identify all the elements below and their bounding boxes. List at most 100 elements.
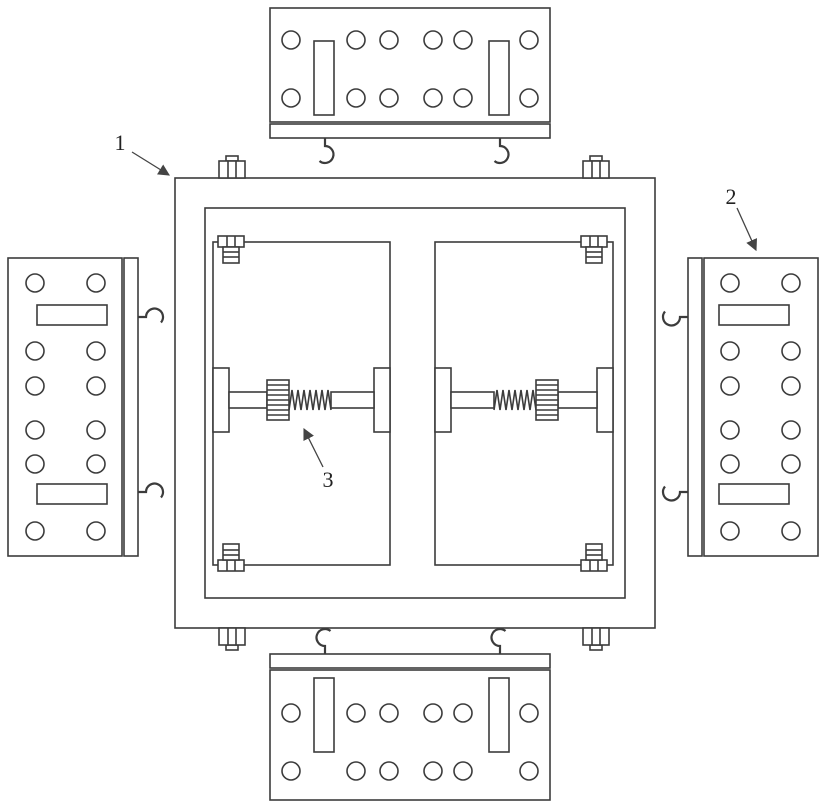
hanger-hook [661, 485, 690, 502]
bolt-hole [86, 273, 106, 293]
adjuster-nut [266, 379, 290, 421]
bolt-hole [379, 30, 399, 50]
edge-bolt [582, 155, 610, 179]
mounting-bar [269, 123, 551, 139]
bolt-hole [781, 521, 801, 541]
bolt-hole [86, 420, 106, 440]
bolt-hole [86, 341, 106, 361]
leader-line [736, 207, 757, 252]
bolt-hole [25, 273, 45, 293]
bolt-hole [423, 761, 443, 781]
bolt-hole [346, 88, 366, 108]
bracket [434, 367, 452, 433]
edge-bolt [218, 627, 246, 651]
slot [313, 677, 335, 753]
bolt-hole [25, 420, 45, 440]
bolt-hole [519, 30, 539, 50]
right-turnbuckle [434, 367, 614, 433]
bolt-hole [281, 30, 301, 50]
slot [718, 304, 790, 326]
bracket [596, 367, 614, 433]
bolt-hole [781, 420, 801, 440]
slot [36, 304, 108, 326]
hanger-hook [318, 136, 335, 165]
callout-3: 3 [303, 427, 334, 492]
bolt-hole [423, 30, 443, 50]
mounting-bar [687, 257, 703, 557]
bolt-hole [720, 420, 740, 440]
rod [330, 391, 375, 409]
bolt-hole [453, 703, 473, 723]
part-label-1: 1 [115, 130, 126, 155]
bolt-hole [519, 761, 539, 781]
top-flange-plate [269, 7, 551, 165]
hanger-hook [661, 310, 690, 327]
rod [228, 391, 268, 409]
bolt-hole [379, 88, 399, 108]
hanger-hook [315, 627, 332, 656]
left-turnbuckle [212, 367, 391, 433]
hanger-hook [136, 482, 165, 499]
slot [488, 40, 510, 116]
bracket [373, 367, 391, 433]
bolt-hole [720, 376, 740, 396]
bracket [212, 367, 230, 433]
plate-body [703, 257, 819, 557]
bolt-hole [781, 273, 801, 293]
hanger-hook [493, 136, 510, 165]
bolt-hole [25, 521, 45, 541]
slot [718, 483, 790, 505]
bolt-hole [720, 454, 740, 474]
bolt-hole [781, 454, 801, 474]
part-label-2: 2 [726, 184, 737, 209]
bolt-hole [720, 273, 740, 293]
callout-1: 1 [115, 130, 170, 176]
rod [450, 391, 495, 409]
bolt-hole [423, 703, 443, 723]
bolt-hole [720, 521, 740, 541]
bolt-hole [453, 88, 473, 108]
bolt-hole [86, 521, 106, 541]
bolt-hole [423, 88, 443, 108]
bolt-hole [519, 703, 539, 723]
rod [557, 391, 598, 409]
mounting-bar [123, 257, 139, 557]
part-label-3: 3 [323, 467, 334, 492]
bolt-hole [453, 30, 473, 50]
bolt-hole [453, 761, 473, 781]
mounting-bar [269, 653, 551, 669]
edge-bolt [582, 627, 610, 651]
bolt-hole [519, 88, 539, 108]
slot [36, 483, 108, 505]
bolt-hole [25, 376, 45, 396]
callout-2: 2 [726, 184, 757, 252]
bolt-hole [781, 376, 801, 396]
bolt-hole [346, 761, 366, 781]
bolt-hole [379, 761, 399, 781]
slot [488, 677, 510, 753]
adjuster-nut [535, 379, 559, 421]
bolt-hole [281, 761, 301, 781]
bolt-hole [346, 703, 366, 723]
hanger-hook [136, 307, 165, 324]
bolt-hole [781, 341, 801, 361]
bolt-hole [86, 454, 106, 474]
bolt-hole [346, 30, 366, 50]
bolt-hole [281, 88, 301, 108]
bolt-hole [86, 376, 106, 396]
bolt-hole [25, 341, 45, 361]
hanger-hook [490, 627, 507, 656]
bolt-hole [379, 703, 399, 723]
bolt-hole [720, 341, 740, 361]
right-flange-plate [661, 257, 819, 557]
leader-line [131, 151, 170, 176]
slot [313, 40, 335, 116]
bottom-flange-plate [269, 627, 551, 801]
left-flange-plate [7, 257, 165, 557]
bolt-hole [281, 703, 301, 723]
leader-line [303, 427, 324, 468]
central-frame [174, 155, 656, 651]
bolt-hole [25, 454, 45, 474]
